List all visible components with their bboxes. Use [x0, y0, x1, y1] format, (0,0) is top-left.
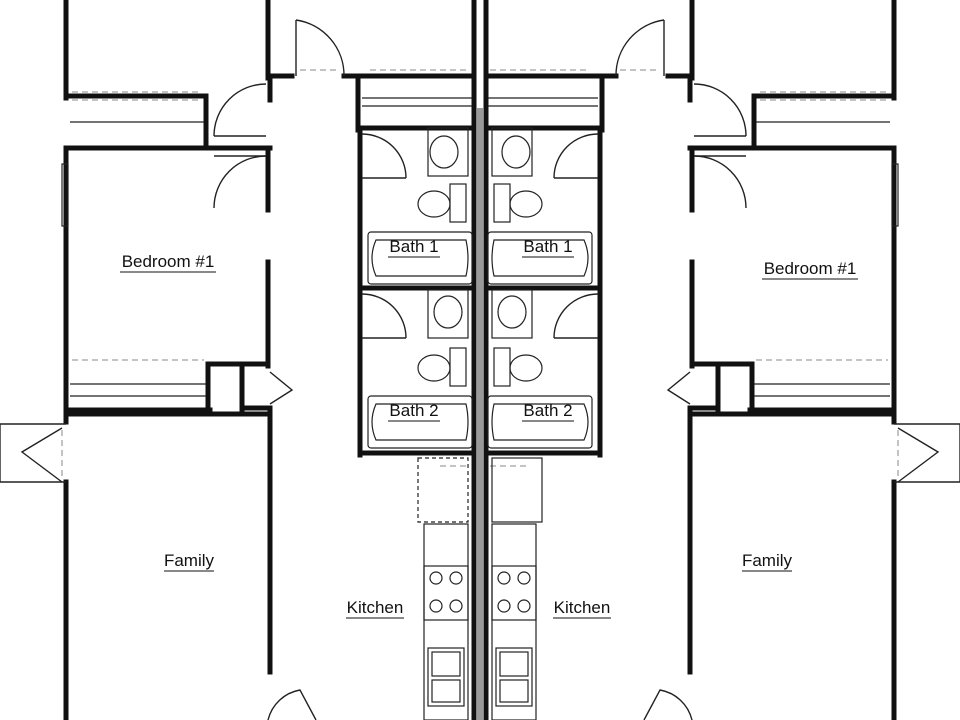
door-swings — [0, 19, 960, 720]
room-label-bath2-left: Bath 2 — [389, 401, 438, 420]
room-label-bedroom-right: Bedroom #1 — [764, 259, 857, 278]
room-label-bath1-left: Bath 1 — [389, 237, 438, 256]
fixtures — [367, 127, 593, 720]
party-wall — [477, 108, 483, 720]
window-sills — [61, 97, 899, 397]
walls — [63, 0, 897, 720]
room-label-family-left: Family — [164, 551, 215, 570]
windows — [61, 69, 899, 476]
room-label-bath2-right: Bath 2 — [523, 401, 572, 420]
room-label-kitchen-right: Kitchen — [554, 598, 611, 617]
room-labels: Bedroom #1 Bedroom #1 Bath 1 Bath 1 Bath… — [120, 237, 858, 619]
room-label-kitchen-left: Kitchen — [347, 598, 404, 617]
room-label-bath1-right: Bath 1 — [523, 237, 572, 256]
room-label-bedroom-left: Bedroom #1 — [122, 252, 215, 271]
room-label-family-right: Family — [742, 551, 793, 570]
